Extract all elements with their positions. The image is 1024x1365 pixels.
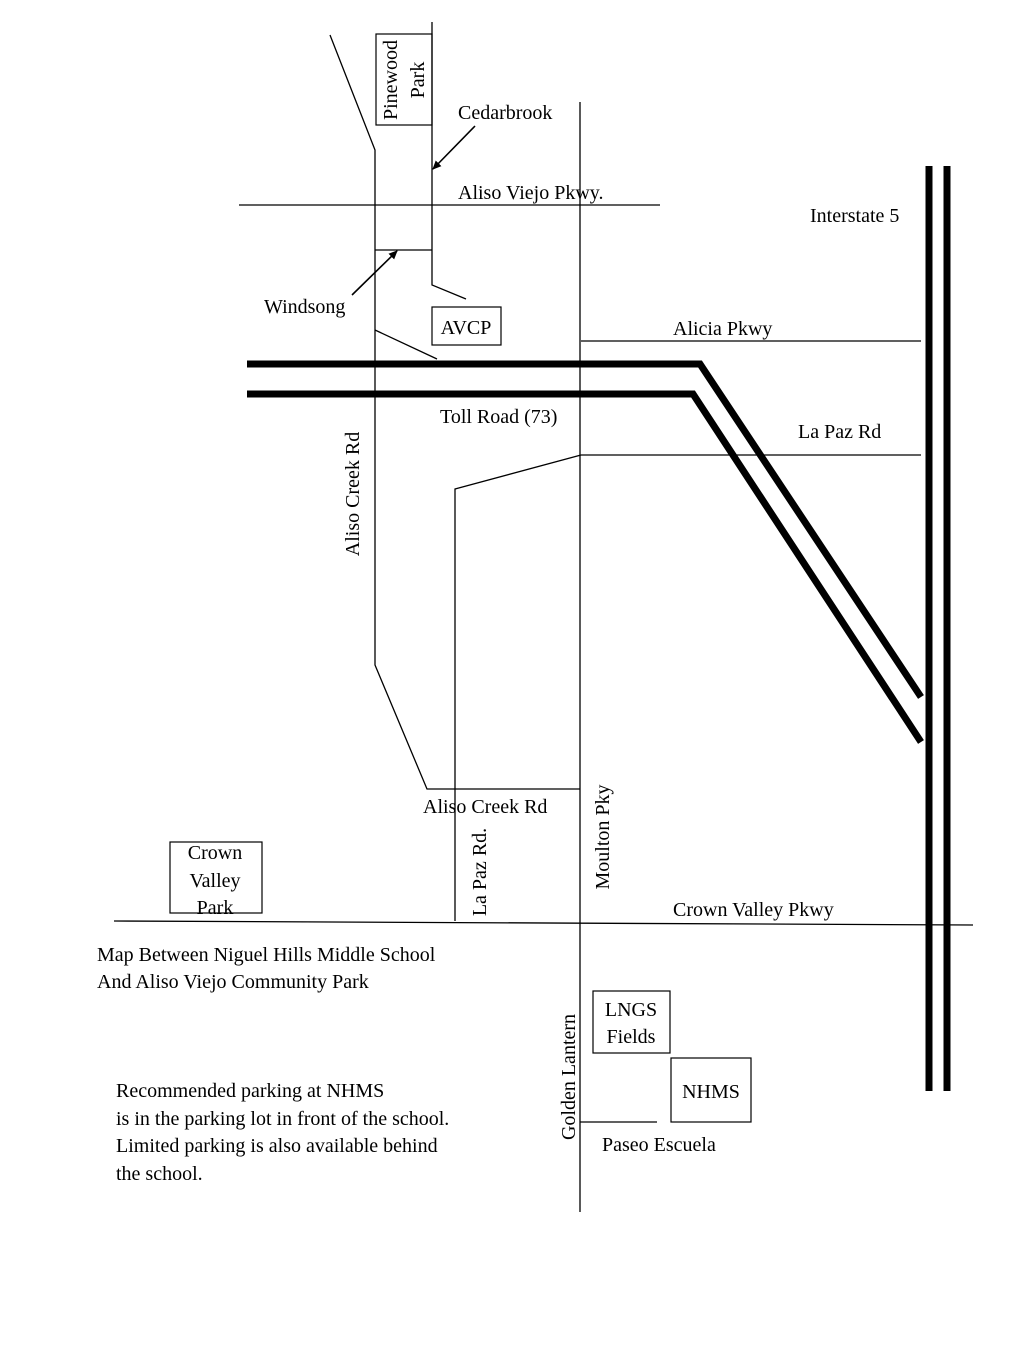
aliso-viejo-pkwy-label: Aliso Viejo Pkwy.: [458, 182, 603, 204]
crown-valley-pkwy-label: Crown Valley Pkwy: [673, 899, 834, 921]
cedarbrook-arrow: [432, 125, 476, 170]
toll-road-73-upper: [247, 360, 924, 699]
windsong-arrow: [351, 250, 398, 296]
avcp-label: AVCP: [441, 317, 492, 339]
golden-lantern-label: Golden Lantern: [558, 1014, 580, 1140]
lngs-fields-box: [592, 990, 671, 1054]
nhms-label: NHMS: [682, 1081, 740, 1103]
moulton-pky-label: Moulton Pky: [592, 784, 614, 889]
pinewood-park-box: [375, 33, 433, 126]
crown-valley-park-box: [169, 841, 263, 914]
la-paz-rd-west-line: [454, 454, 582, 921]
alicia-pkwy-label: Alicia Pkwy: [673, 318, 772, 340]
aliso-creek-rd-horizontal-label: Aliso Creek Rd: [423, 796, 547, 818]
la-paz-rd-vertical-label: La Paz Rd.: [469, 828, 491, 916]
toll-road-73-lower: [247, 390, 924, 744]
cedarbrook-label: Cedarbrook: [458, 102, 552, 124]
avcp-box: [431, 306, 502, 346]
aliso-creek-rd-vertical-label: Aliso Creek Rd: [342, 432, 364, 556]
nhms-box: [670, 1057, 752, 1123]
toll-road-label: Toll Road (73): [440, 406, 557, 428]
windsong-label: Windsong: [264, 296, 345, 318]
aliso-creek-to-toll-connector: [374, 329, 438, 360]
cedarbrook-street-line: [431, 22, 467, 300]
paseo-escuela-label: Paseo Escuela: [602, 1134, 716, 1156]
la-paz-rd-east-label: La Paz Rd: [798, 421, 881, 443]
aliso-creek-rd-line: [329, 34, 580, 790]
crown-valley-pkwy-line: [113, 920, 974, 926]
interstate-5-label: Interstate 5: [810, 205, 899, 227]
